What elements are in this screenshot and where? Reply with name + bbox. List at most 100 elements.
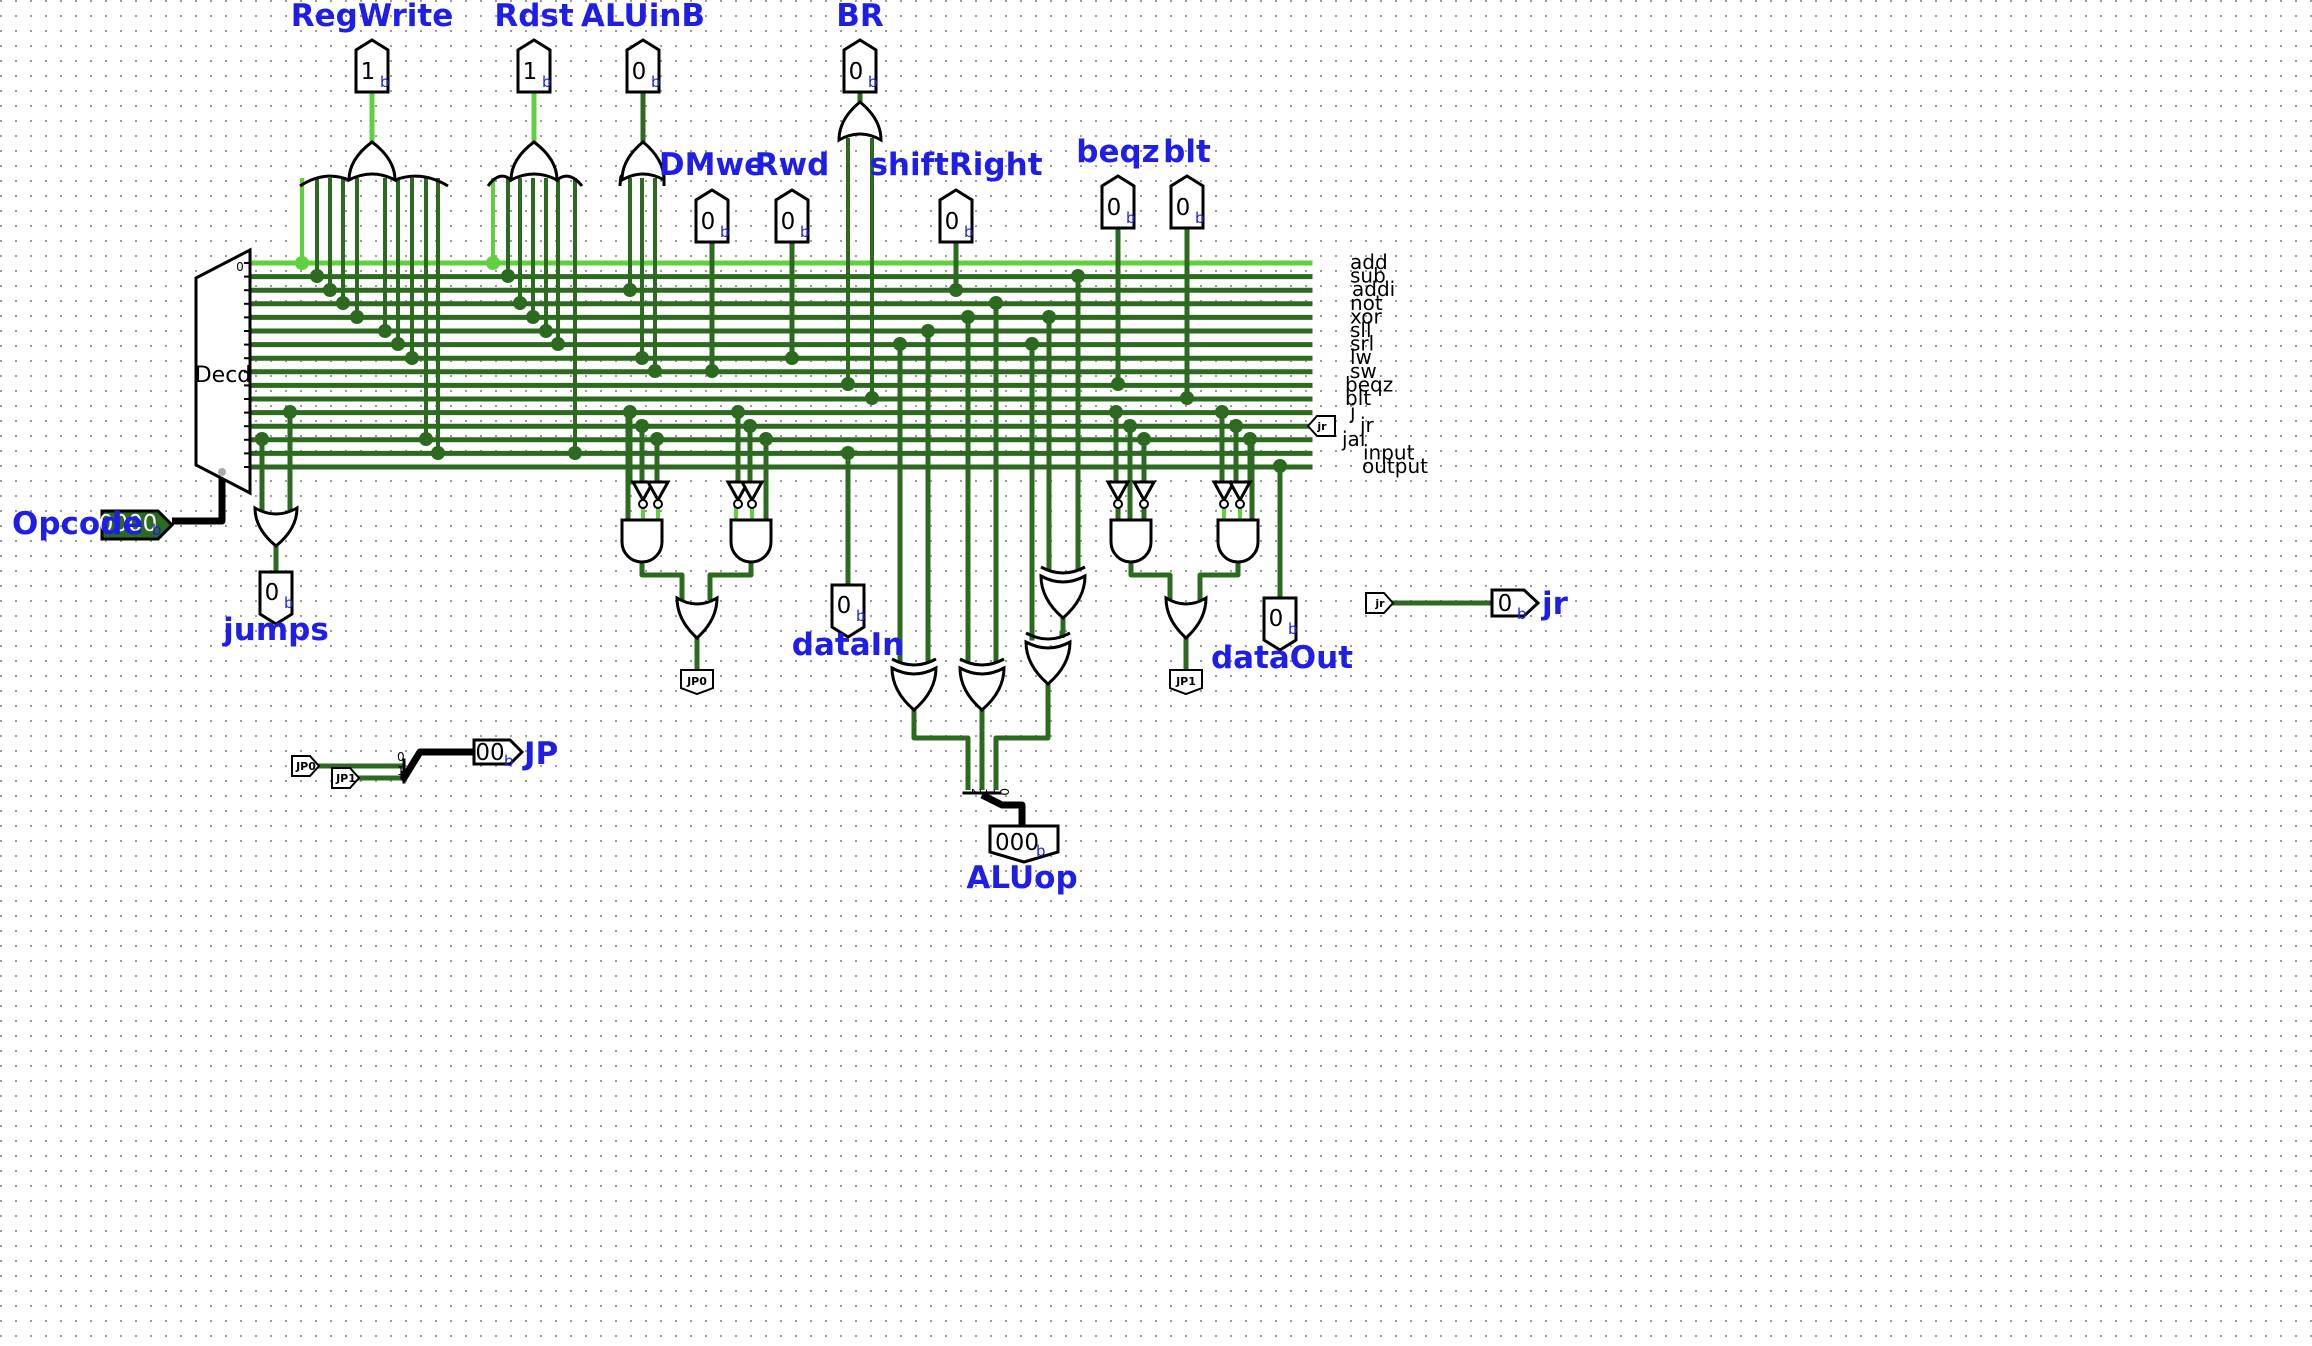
wire-junction [648,364,662,378]
output-pin-rwd [774,188,810,244]
tunnel-jr [1306,415,1336,437]
pin-radix: b [1288,620,1298,638]
instruction-label: output [1362,454,1428,478]
wire [1197,562,1241,600]
not-gate-bubble [638,499,648,509]
wire-junction [486,256,500,270]
pin-value: 0 [1269,606,1284,632]
xor-gate [1024,639,1072,686]
wire-junction [526,310,540,324]
wire-junction [568,446,582,460]
wire-junction [378,324,392,338]
wire-junction [1215,405,1229,419]
or-gate-extension [556,174,584,187]
label-jumps: jumps [221,612,329,648]
wire-junction [623,283,637,297]
wire-junction [295,256,309,270]
pin-value: 0 [1107,195,1122,221]
pin-radix: b [800,223,810,241]
wire-junction [405,351,419,365]
aluop-radix: b [1036,842,1046,860]
not-gate [1131,480,1157,504]
tunnel-label: JP0 [686,675,707,688]
tunnel-label: jr [1374,597,1385,610]
label-opcode: Opcode [12,506,143,542]
instruction-label: jal [1341,427,1365,451]
wire [980,791,1026,826]
xor-gate [890,665,938,712]
label-datain: dataIn [792,627,904,663]
label-dataout: dataOut [1211,640,1353,676]
wire-junction [539,324,553,338]
instruction-label: beqz [1345,372,1393,396]
output-pin-dmwe [694,188,730,244]
pin-radix: b [720,223,730,241]
tunnel-label: JP1 [1175,675,1196,688]
wire-junction [1111,377,1125,391]
xor-gate-arc [1040,565,1086,575]
label-dmwe: DMwe [659,147,765,183]
wire [1128,562,1173,600]
pin-value: 1 [523,59,538,85]
wire-junction [1180,391,1194,405]
instruction-label: not [1350,291,1383,315]
pin-value: 0 [701,209,716,235]
pin-value: 0 [632,59,647,85]
label-rwd: Rwd [755,147,830,183]
opcode-input-pin [100,509,175,541]
wire-junction [635,351,649,365]
wire-junction [310,269,324,283]
decoder-select-port [218,468,226,476]
output-pin-datain [830,583,866,639]
output-pin-jr [1490,588,1541,618]
output-pin-dataout [1262,596,1298,652]
pin-radix: b [380,73,390,91]
or-gate [509,140,559,183]
splitter-index: 1 [983,788,997,796]
output-pin-rdst [516,38,552,94]
not-gate-bubble [1139,499,1149,509]
or-gate-extension [394,174,449,188]
decoder-label: Decd [195,363,252,388]
output-pin-beqz [1100,174,1136,230]
not-gate-bubble [1235,499,1245,509]
and-gate [620,518,664,564]
label-rdst: Rdst [494,0,574,34]
output-pin-jumps [258,570,294,626]
wire-junction [431,446,445,460]
and-gate [1216,518,1260,564]
or-gate [1164,595,1208,641]
aluop-value: 000 [995,830,1039,856]
instruction-label: sub [1350,264,1386,288]
wire-junction [841,446,855,460]
or-gate [675,595,719,641]
not-gate-bubble [747,499,757,509]
or-gate [837,100,883,143]
tunnel-jp0 [680,669,714,696]
decoder-body [194,247,252,496]
tunnel-label: JP1 [335,772,356,785]
tunnel-jp1 [331,767,361,789]
wire-junction [391,337,405,351]
tunnel-label: jr [1316,420,1327,433]
tunnel-jp1 [1169,669,1203,696]
pin-value: 0 [781,209,796,235]
not-gate [645,480,671,504]
wire-junction [501,269,515,283]
wire-junction [1229,419,1243,433]
output-pin-aluop [988,824,1060,864]
output-pin-aluinb [625,38,661,94]
pin-radix: b [868,73,878,91]
or-gate [253,505,299,548]
label-jp: JP [522,736,558,772]
output-pin-blt [1169,174,1205,230]
tunnel-jp0 [291,755,321,777]
instruction-label: blt [1345,386,1371,410]
wire-junction [705,364,719,378]
instruction-label: xor [1350,304,1382,328]
pin-radix: b [856,607,866,625]
wire-junction [551,337,565,351]
